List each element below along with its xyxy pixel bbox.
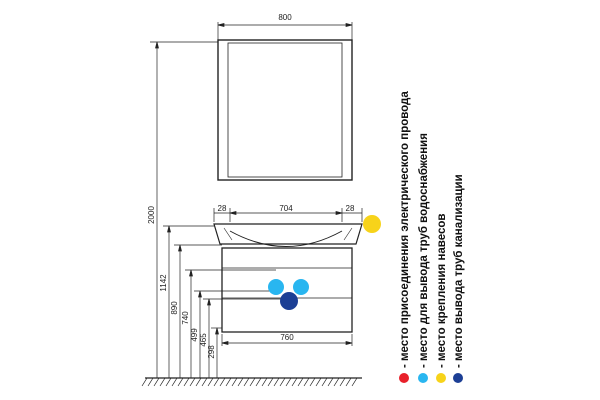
- mirror: [217, 39, 353, 181]
- height-label-6: 298: [207, 345, 216, 359]
- legend-text-water: - место для вывода труб водоснабжения: [418, 133, 430, 368]
- legend-dot-blue: [453, 373, 463, 383]
- basin-inner-width-label: 704: [279, 204, 293, 213]
- electric-connection-marker: [363, 215, 381, 233]
- left-inset-label: 28: [218, 204, 227, 213]
- height-dimension-lines: [150, 41, 286, 378]
- water-supply-marker-right: [293, 279, 309, 295]
- height-label-5: 465: [199, 333, 208, 347]
- mirror-width-dimension: [217, 22, 353, 40]
- cabinet-width-label: 760: [280, 333, 294, 342]
- legend-dot-yellow: [436, 373, 446, 383]
- legend-item-mount: - место крепления навесов: [436, 214, 448, 383]
- legend-item-sewer: - место вывода труб канализации: [453, 174, 465, 383]
- height-label-1: 1142: [159, 274, 168, 292]
- legend-item-electric: - место присоединения электрического про…: [399, 91, 411, 383]
- legend-dot-red: [399, 373, 409, 383]
- water-supply-marker-left: [268, 279, 284, 295]
- cabinet-width-dimension: [221, 334, 353, 346]
- right-inset-label: 28: [346, 204, 355, 213]
- basin-width-dimension: [213, 208, 363, 222]
- legend-text-mount: - место крепления навесов: [436, 214, 448, 368]
- cabinet: [221, 247, 353, 333]
- basin: [213, 223, 363, 247]
- mirror-width-label: 800: [278, 13, 292, 22]
- legend-dot-cyan: [418, 373, 428, 383]
- height-label-total: 2000: [147, 206, 156, 224]
- legend: - место присоединения электрического про…: [399, 91, 465, 383]
- height-label-2: 890: [170, 301, 179, 315]
- sewer-outlet-marker: [280, 292, 298, 310]
- height-label-4: 499: [190, 328, 199, 342]
- legend-text-sewer: - место вывода труб канализации: [453, 174, 465, 368]
- legend-item-water: - место для вывода труб водоснабжения: [418, 133, 430, 383]
- floor: [141, 377, 362, 387]
- height-label-3: 740: [181, 311, 190, 325]
- legend-text-electric: - место присоединения электрического про…: [399, 91, 411, 368]
